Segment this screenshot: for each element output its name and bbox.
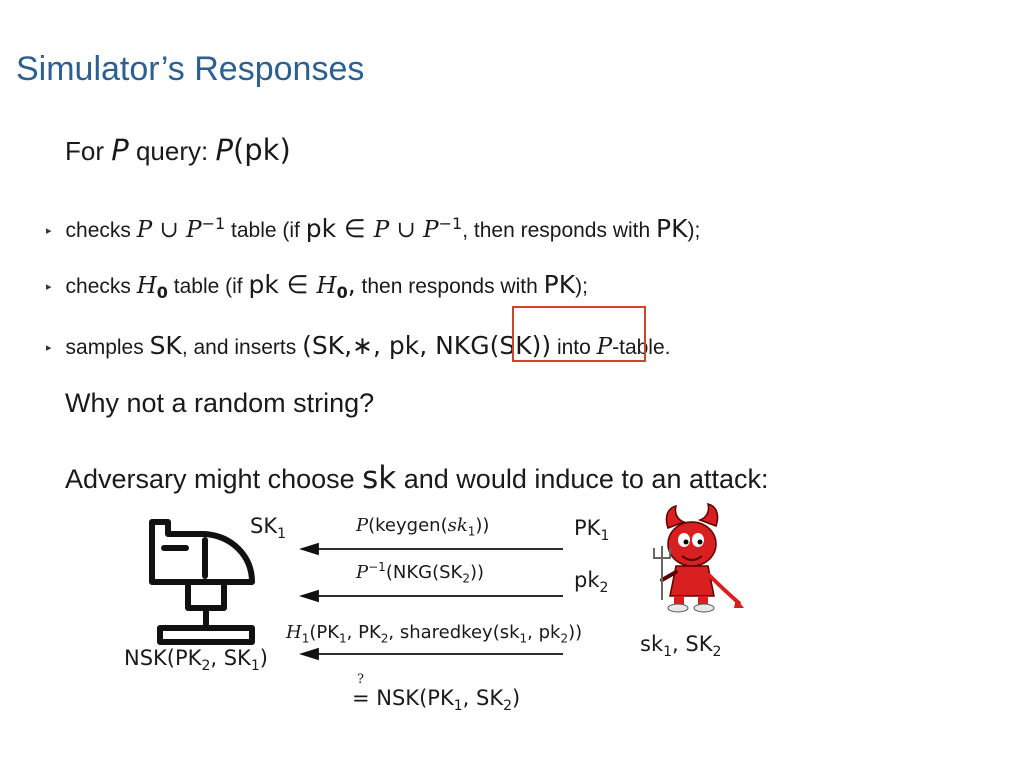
bullet-marker: ▸ xyxy=(46,225,52,238)
bullet-check-p-table: ▸checks P ∪ P−1 table (if pk ∈ P ∪ P−1, … xyxy=(46,214,701,243)
intro-line: For P query: P(pk) xyxy=(65,133,291,167)
label-pk1: PK1 xyxy=(574,516,610,545)
bullet-marker: ▸ xyxy=(46,281,52,294)
bullet-check-h0-table: ▸checks H0 table (if pk ∈ H0, then respo… xyxy=(46,270,588,303)
devil-adversary-icon xyxy=(653,502,744,613)
label-simulator-nsk: NSK(PK2, SK1) xyxy=(124,646,268,675)
message-p-keygen: P(keygen(sk1)) xyxy=(356,515,490,539)
message-h1-sharedkey: H1(PK1, PK2, sharedkey(sk1, pk2)) xyxy=(286,622,583,646)
equality-check-nsk: = NSK(PK1, SK2) xyxy=(352,686,521,715)
adversary-attack-line: Adversary might choose sk and would indu… xyxy=(65,460,769,496)
label-simulator-sk1: SK1 xyxy=(250,514,287,543)
message-arrows xyxy=(298,542,563,661)
server-simulator-icon xyxy=(149,519,255,645)
label-pk2: pk2 xyxy=(574,568,609,597)
bullet-sample-insert: ▸samples SK, and inserts (SK,∗, pk, NKG(… xyxy=(46,331,671,360)
question-mark-over-equals: ? xyxy=(357,672,364,687)
nkg-highlight-box xyxy=(512,306,646,362)
bullet-marker: ▸ xyxy=(46,342,52,355)
question-random-string: Why not a random string? xyxy=(65,388,375,418)
message-p-inverse-nkg: P−1(NKG(SK2)) xyxy=(356,560,485,586)
slide-title: Simulator’s Responses xyxy=(16,50,365,88)
label-adversary-keys: sk1, SK2 xyxy=(640,632,722,661)
